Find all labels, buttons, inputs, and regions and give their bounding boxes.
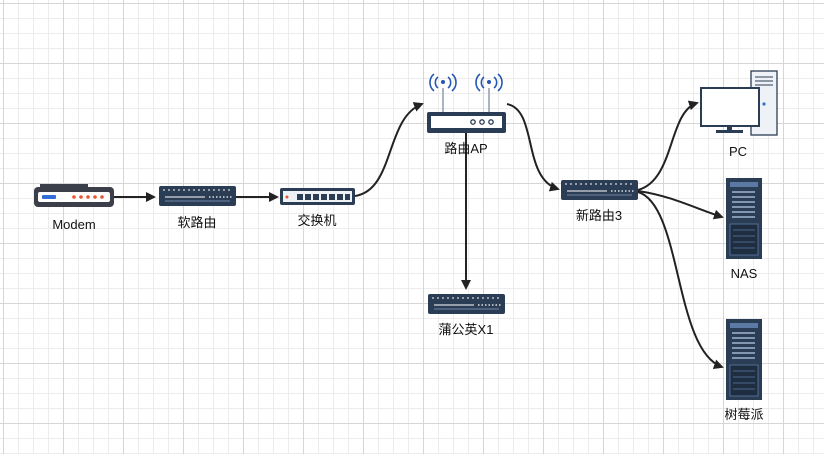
router-icon (428, 294, 505, 314)
node-label-pc: PC (729, 144, 747, 159)
modem-icon (34, 184, 114, 207)
node-pugongying[interactable]: 蒲公英X1 (428, 294, 505, 337)
node-pc[interactable]: PC (700, 70, 778, 159)
node-label-router-ap: 路由AP (444, 141, 487, 156)
node-label-modem: Modem (52, 217, 95, 232)
desktop-pc-icon (700, 70, 778, 136)
edge-switch-router-ap (354, 102, 424, 197)
node-label-switch: 交换机 (297, 213, 336, 228)
node-label-pugongying: 蒲公英X1 (439, 322, 494, 337)
connections (114, 100, 724, 370)
node-nas[interactable]: NAS (726, 178, 762, 281)
edge-new-router-pc (637, 100, 699, 191)
server-icon (726, 178, 762, 259)
node-raspberry-pi[interactable]: 树莓派 (724, 319, 764, 422)
edge-new-router-nas (637, 190, 724, 220)
edge-router-ap-new-router (506, 103, 560, 192)
wireless-router-icon (427, 73, 506, 133)
node-router-ap[interactable]: 路由AP (427, 73, 506, 156)
node-label-soft-router: 软路由 (177, 215, 216, 230)
router-icon (561, 180, 638, 200)
node-new-router[interactable]: 新路由3 (561, 180, 638, 223)
node-label-new-router: 新路由3 (576, 208, 622, 223)
node-label-nas: NAS (731, 266, 758, 281)
router-icon (159, 186, 236, 206)
node-soft-router[interactable]: 软路由 (159, 186, 236, 230)
node-label-raspberry-pi: 树莓派 (724, 407, 763, 422)
node-modem[interactable]: Modem (34, 184, 114, 232)
server-icon (726, 319, 762, 400)
node-switch[interactable]: 交换机 (280, 188, 355, 228)
edge-new-router-raspberry-pi (637, 191, 724, 370)
switch-icon (280, 188, 355, 205)
